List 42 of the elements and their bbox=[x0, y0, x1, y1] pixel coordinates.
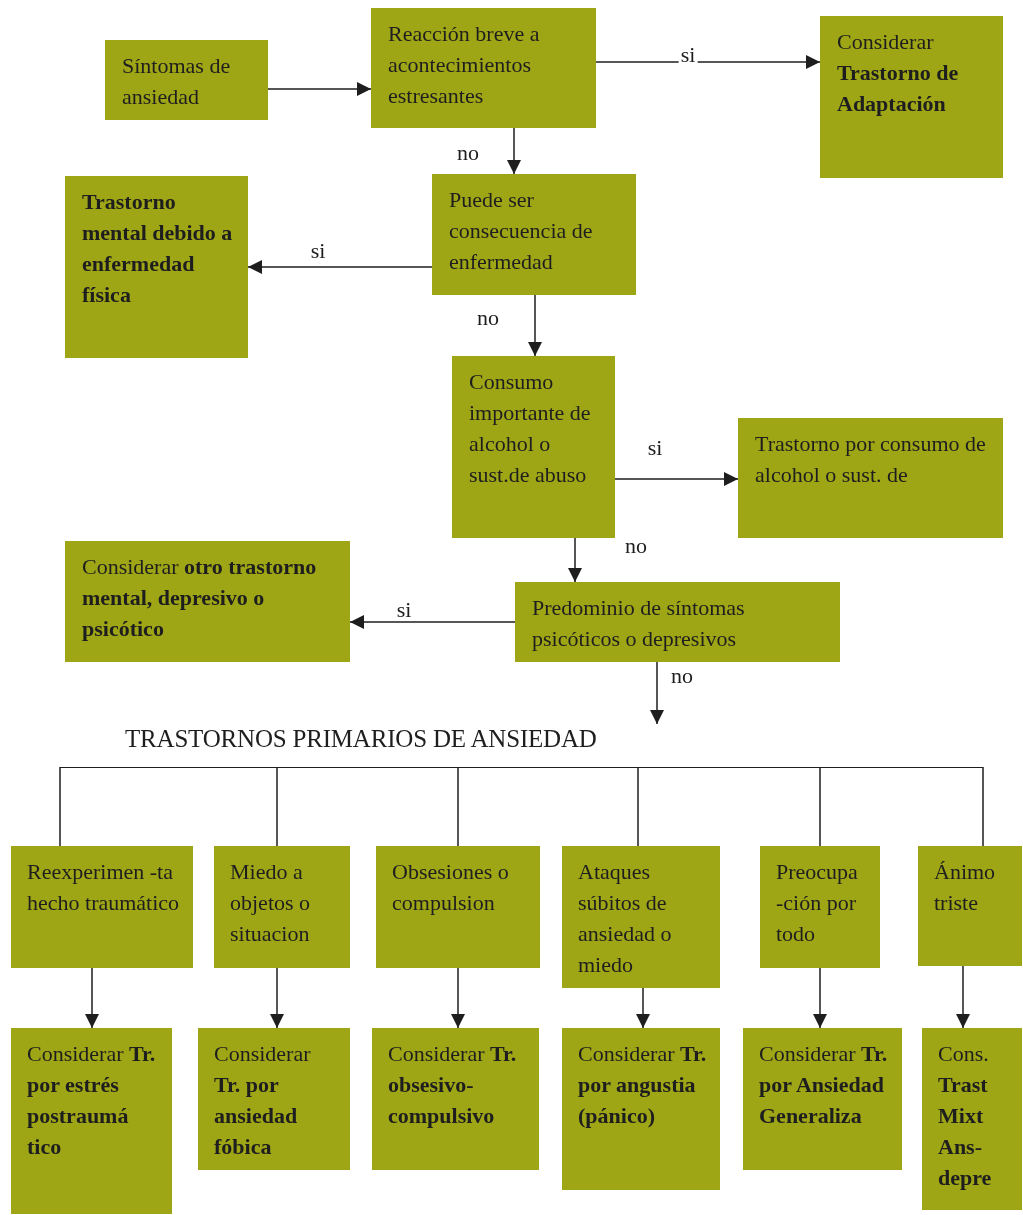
process-box: Obsesiones o compulsion bbox=[376, 846, 540, 968]
process-box: Puede ser consecuencia de enfermedad bbox=[432, 174, 636, 295]
process-box: Considerar Tr. por ansiedad fóbica bbox=[198, 1028, 350, 1170]
process-box: Considerar Tr. por estrés postraumá tico bbox=[11, 1028, 172, 1214]
arrow bbox=[507, 127, 521, 175]
process-box: Considerar otro trastorno mental, depresivo o psicótico bbox=[65, 541, 350, 662]
connector-line bbox=[59, 766, 61, 847]
arrow bbox=[247, 260, 433, 274]
process-box: Considerar Tr. por Ansiedad Generaliza bbox=[743, 1028, 902, 1170]
process-box: Trastorno por consumo de alcohol o sust. de bbox=[738, 418, 1003, 538]
arrow bbox=[267, 82, 372, 96]
process-box: Ataques súbitos de ansiedad o miedo bbox=[562, 846, 720, 988]
process-box: Preocupa -ción por todo bbox=[760, 846, 880, 968]
connector-line bbox=[276, 766, 278, 847]
process-box: Síntomas de ansiedad bbox=[105, 40, 268, 120]
arrow bbox=[85, 967, 99, 1029]
arrow bbox=[636, 987, 650, 1029]
arrow bbox=[614, 472, 739, 486]
process-box: Miedo a objetos o situacion bbox=[214, 846, 350, 968]
arrow bbox=[349, 615, 516, 629]
arrow bbox=[650, 661, 664, 725]
process-box: Considerar Tr. por angustia (pánico) bbox=[562, 1028, 720, 1190]
connector-line bbox=[982, 766, 984, 847]
process-box: Considerar Trastorno de Adaptación bbox=[820, 16, 1003, 178]
process-box: Consumo importante de alcohol o sust.de abuso bbox=[452, 356, 615, 538]
connector-line bbox=[637, 766, 639, 847]
process-box: Trastorno mental debido a enfermedad física bbox=[65, 176, 248, 358]
process-box: Cons. Trast Mixt Ans-depre bbox=[922, 1028, 1022, 1210]
connector-line bbox=[457, 766, 459, 847]
process-box: Considerar Tr. obsesivo-compulsivo bbox=[372, 1028, 539, 1170]
arrow bbox=[595, 55, 821, 69]
process-box: Ánimo triste bbox=[918, 846, 1022, 966]
arrow bbox=[568, 537, 582, 583]
arrow bbox=[528, 294, 542, 357]
arrow bbox=[956, 965, 970, 1029]
process-box: Reacción breve a acontecimientos estresantes bbox=[371, 8, 596, 128]
process-box: Reexperimen -ta hecho traumático bbox=[11, 846, 193, 968]
arrow bbox=[813, 967, 827, 1029]
arrow bbox=[270, 967, 284, 1029]
connector-line bbox=[819, 766, 821, 847]
arrow bbox=[451, 967, 465, 1029]
section-heading: TRASTORNOS PRIMARIOS DE ANSIEDAD bbox=[125, 724, 597, 754]
